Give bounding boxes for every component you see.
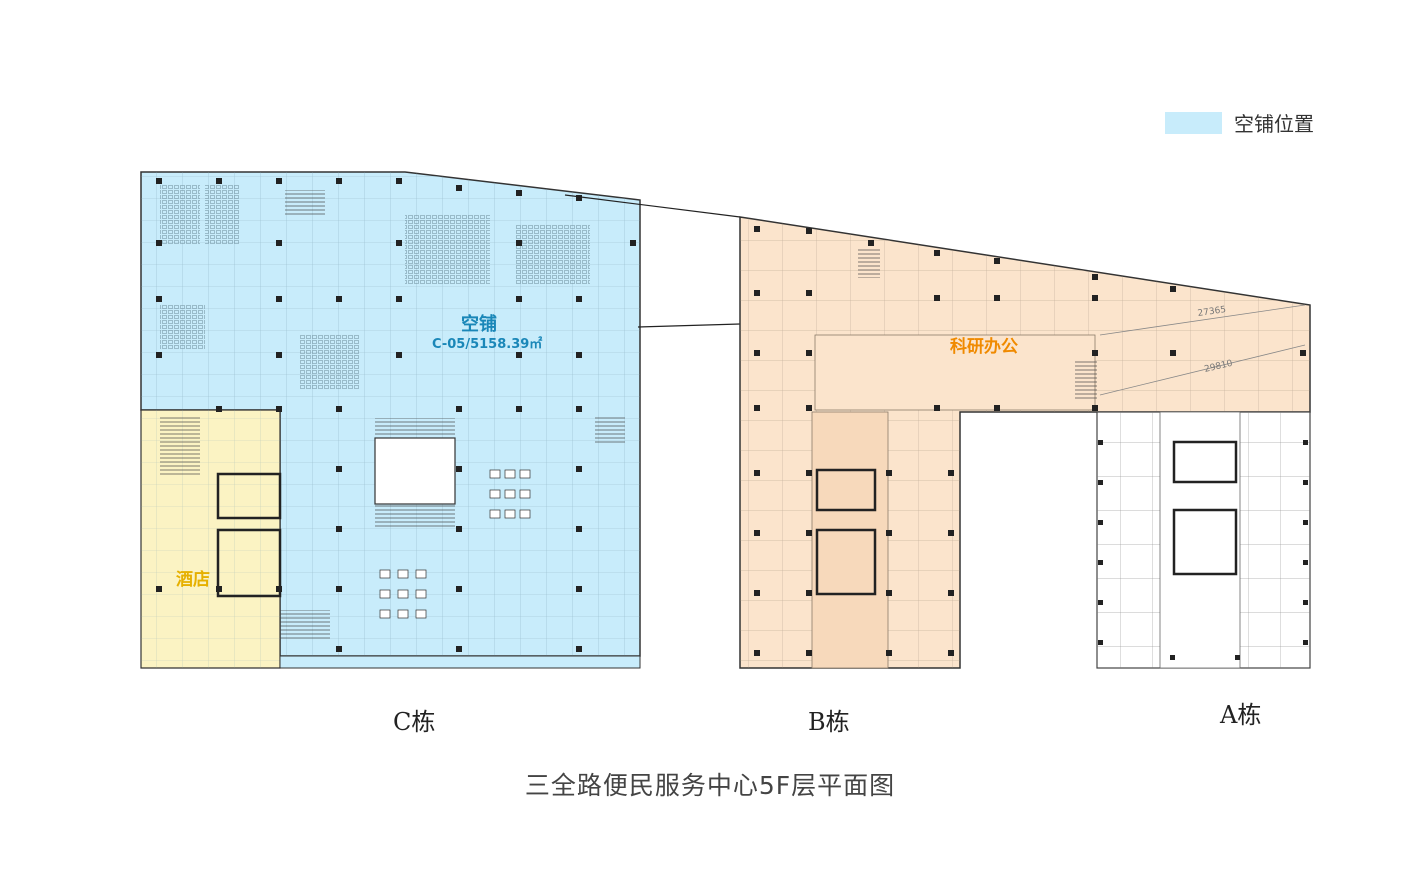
building-b-label: B栋: [808, 708, 850, 736]
page-title: 三全路便民服务中心5F层平面图: [524, 771, 896, 800]
dimension-1: 27365: [1197, 305, 1227, 319]
legend: 空铺位置: [1165, 108, 1314, 137]
building-c-plan: [140, 171, 641, 669]
hotel-zone-name: 酒店: [176, 570, 210, 590]
building-b-plan: 27365 29810: [739, 216, 1311, 669]
legend-label: 空铺位置: [1234, 112, 1314, 136]
building-a-label: A栋: [1220, 701, 1262, 729]
vacant-zone-code: C-05/5158.39㎡: [432, 337, 543, 352]
building-a-plan: [1096, 411, 1311, 669]
building-c-label: C栋: [393, 708, 436, 736]
legend-swatch: [1165, 111, 1222, 134]
office-zone-name: 科研办公: [950, 337, 1018, 357]
vacant-zone-name: 空铺: [461, 314, 497, 335]
atrium-void: [374, 437, 456, 505]
